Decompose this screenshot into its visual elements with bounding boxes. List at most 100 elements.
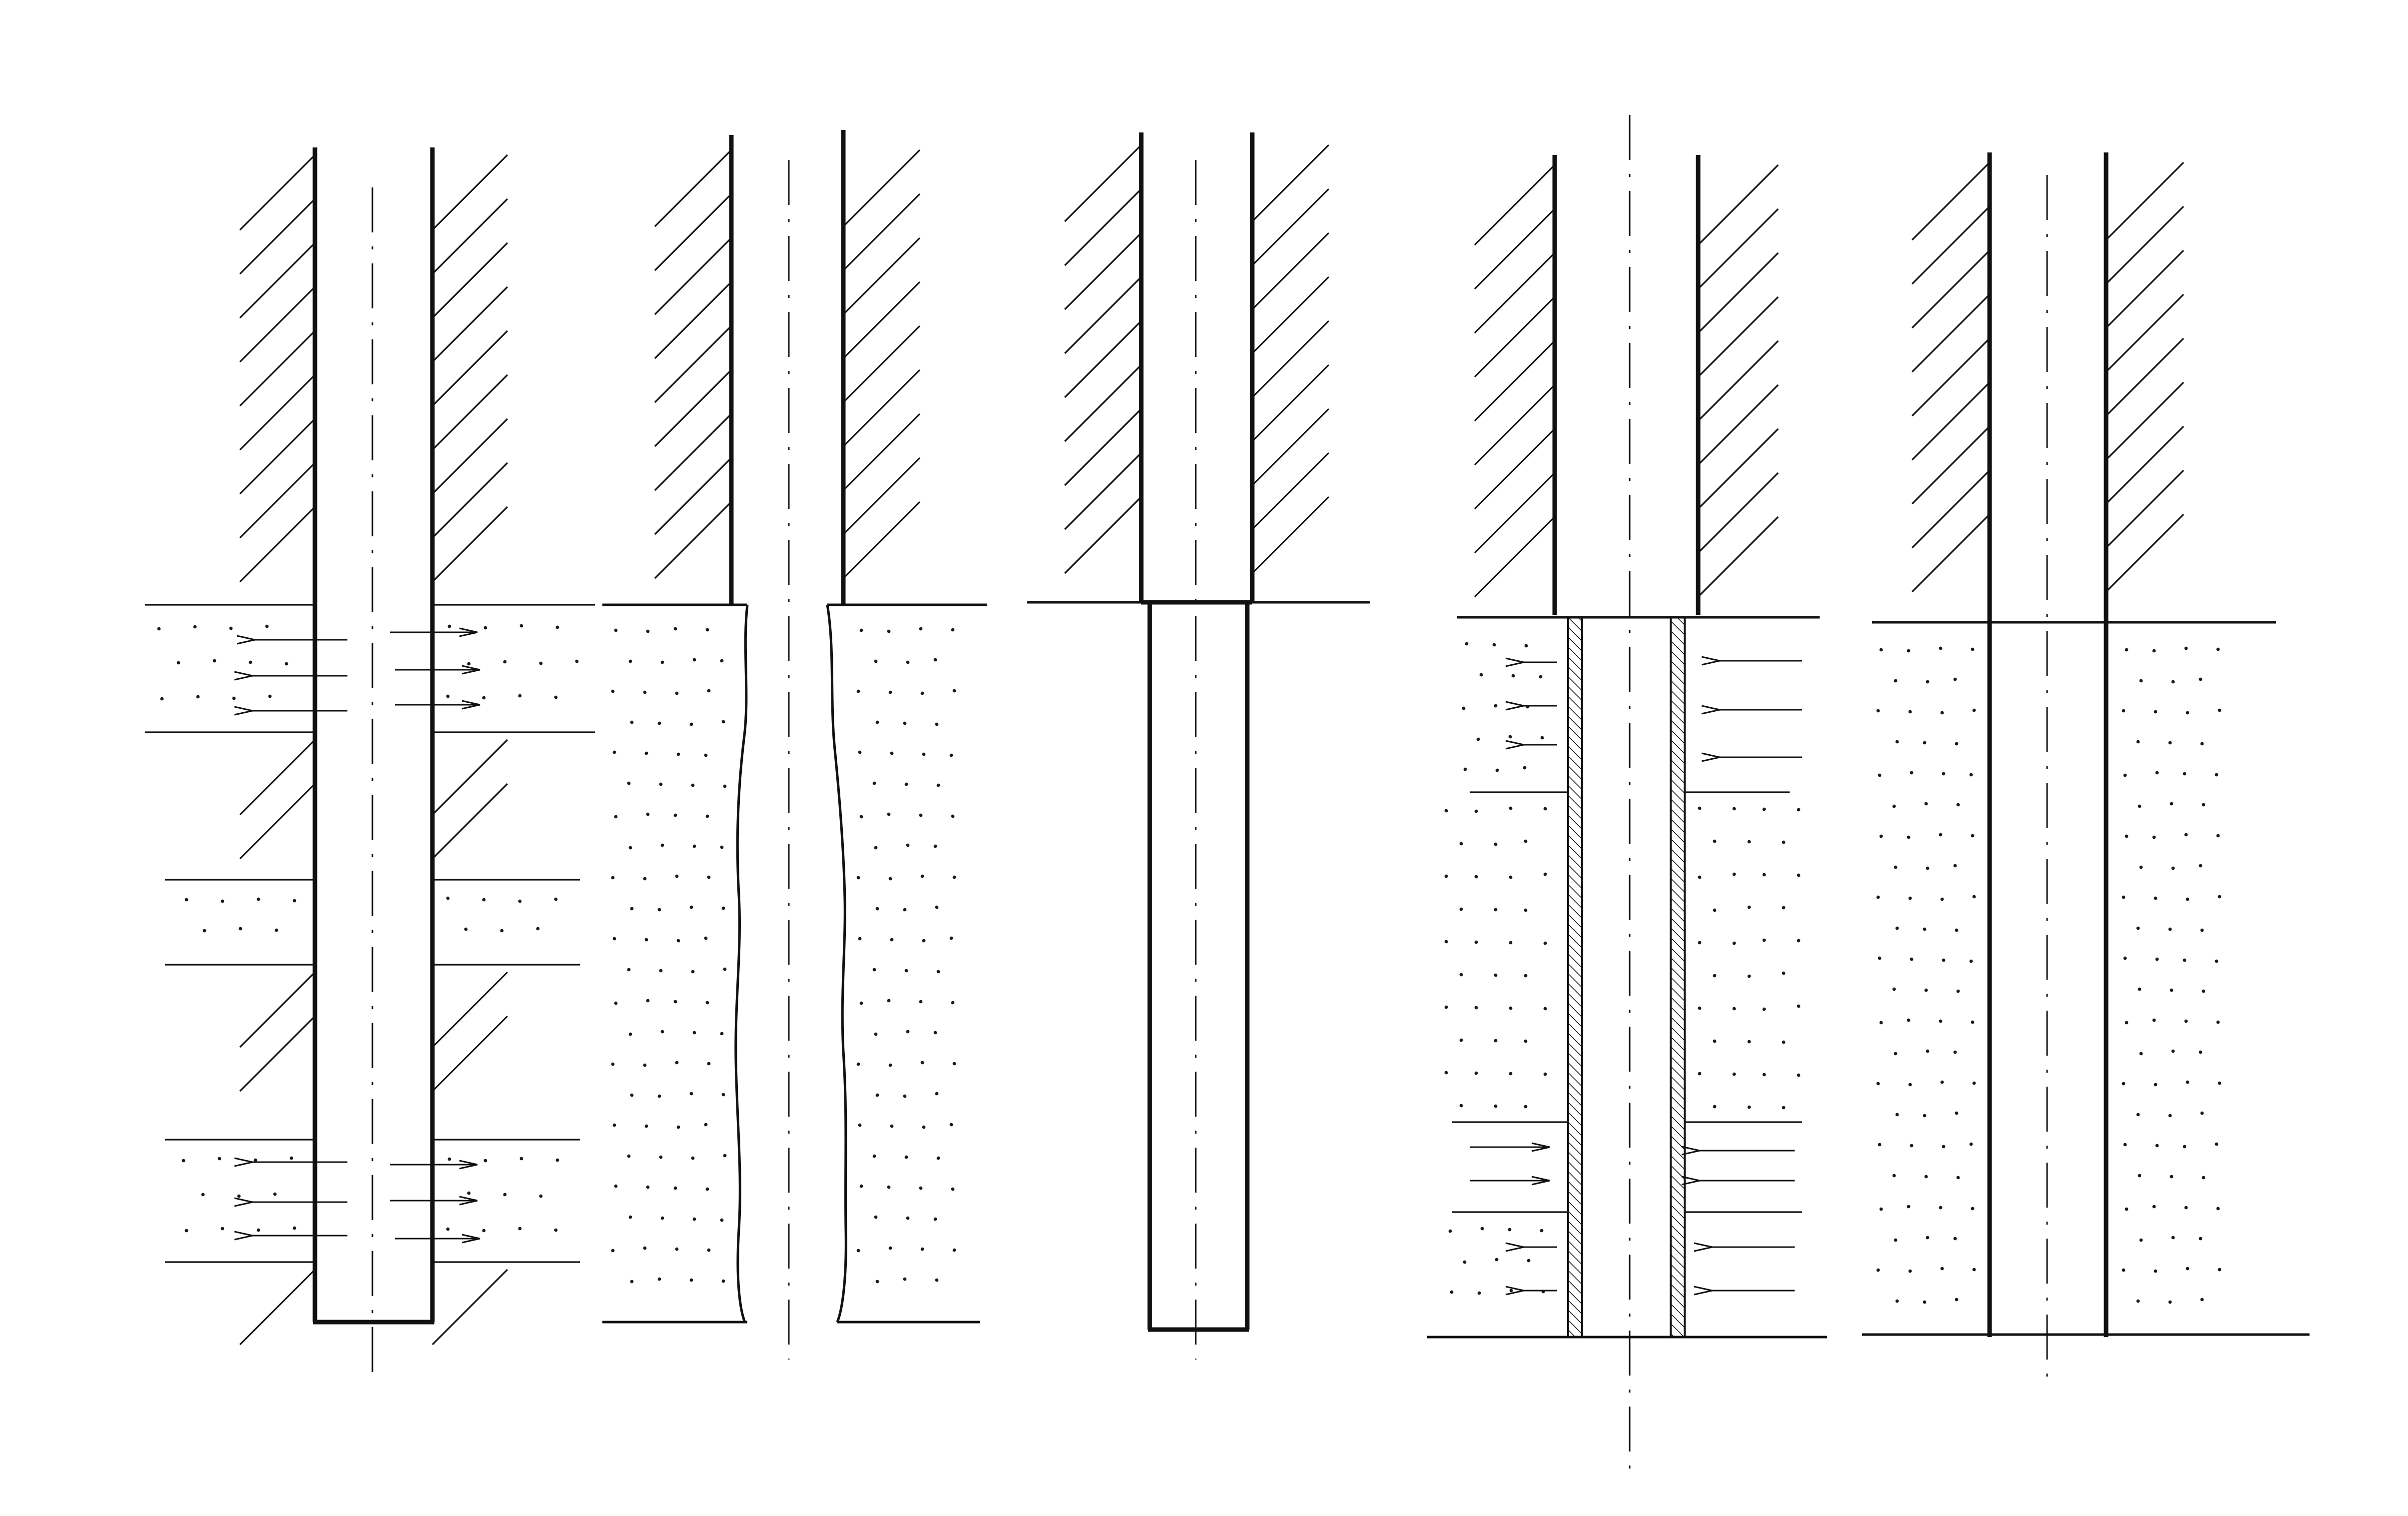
hatch-stroke (239, 418, 316, 495)
sand-dot (1956, 803, 1960, 807)
sand-dot (614, 1184, 618, 1188)
sand-dot (627, 1154, 631, 1158)
sand-dot (919, 1000, 923, 1004)
sand-dot (446, 1227, 450, 1231)
sand-dot (1940, 1267, 1944, 1271)
sand-dot (952, 689, 956, 693)
sand-dot (238, 927, 242, 931)
hatch-stroke (431, 739, 508, 816)
sand-dot (256, 1228, 260, 1232)
sand-dot (875, 1093, 879, 1097)
sand-dot (1782, 840, 1786, 844)
sand-dot (1939, 646, 1943, 650)
sand-dot (644, 751, 648, 755)
sand-dot (2152, 1205, 2156, 1209)
sand-dot (1907, 1018, 1911, 1022)
sand-dot (673, 1186, 677, 1190)
sand-dot (1907, 1205, 1911, 1209)
sand-dot (859, 1184, 863, 1188)
sand-dot (676, 1125, 680, 1129)
sand-dot (1926, 1049, 1930, 1053)
sand-dot (1923, 927, 1927, 931)
sand-dot (2125, 648, 2129, 652)
sand-dot (1876, 709, 1880, 713)
hatch-stroke (2105, 469, 2185, 549)
sand-dot (906, 843, 910, 847)
sand-dot (2200, 742, 2204, 746)
sand-dot (874, 1215, 878, 1219)
sand-dot (196, 695, 200, 699)
sand-dot (2139, 679, 2143, 683)
sand-dot (2199, 864, 2203, 868)
sand-dot (1940, 711, 1944, 715)
sand-dot (1907, 649, 1911, 653)
sand-dot (933, 844, 937, 848)
sand-dot (2200, 1111, 2204, 1115)
hatch-stroke (1697, 428, 1779, 510)
sand-dot (1444, 1005, 1448, 1009)
sand-dot (1762, 938, 1766, 942)
sand-dot (952, 875, 956, 879)
sand-dot (292, 1226, 296, 1230)
sand-dot (1892, 1174, 1896, 1178)
sand-dot (659, 1155, 663, 1159)
sand-dot (904, 1155, 908, 1159)
sand-dot (691, 783, 695, 787)
sand-dot (2170, 802, 2174, 806)
hatch-stroke (1251, 452, 1330, 530)
sand-dot (184, 1229, 188, 1233)
sand-dot (704, 1123, 708, 1127)
hatch-stroke (654, 149, 732, 227)
sand-dot (2155, 771, 2159, 775)
sand-dot (2183, 1145, 2187, 1149)
hatch-stroke (1911, 425, 1991, 505)
sand-dot (1895, 1113, 1899, 1117)
sand-dot (903, 908, 907, 912)
sand-dot (518, 694, 522, 698)
sand-dot (691, 1156, 695, 1160)
sand-dot (904, 782, 908, 786)
sand-dot (1924, 802, 1928, 806)
sand-dot (643, 1063, 647, 1067)
hatch-stroke (431, 462, 508, 539)
hatch-stroke (1064, 364, 1142, 442)
sand-dot (2202, 1176, 2206, 1180)
hatch-stroke (431, 418, 508, 495)
sand-dot (1956, 989, 1960, 993)
sand-dot (1732, 807, 1736, 811)
sand-dot (1939, 833, 1943, 837)
sand-dot (503, 1193, 507, 1197)
sand-dot (1782, 971, 1786, 975)
hatch-stroke (1251, 364, 1330, 442)
sand-dot (2184, 1019, 2188, 1023)
sand-dot (467, 1191, 471, 1195)
sand-dot (890, 938, 894, 942)
sand-dot (1894, 679, 1898, 683)
sand-dot (875, 1280, 879, 1284)
sand-dot (689, 722, 693, 726)
sand-dot (1892, 987, 1896, 991)
sand-dot (872, 1154, 876, 1158)
sand-dot (1509, 806, 1513, 810)
sand-dot (1713, 1105, 1717, 1109)
sand-dot (446, 896, 450, 900)
sand-dot (935, 722, 939, 726)
sand-dot (936, 783, 940, 787)
sand-dot (1797, 939, 1801, 943)
sand-dot (721, 1093, 725, 1097)
sand-dot (1926, 866, 1930, 870)
sand-dot (2202, 989, 2206, 993)
sand-dot (519, 624, 523, 628)
sand-dot (949, 936, 953, 940)
sand-dot (1879, 1207, 1883, 1211)
hatch-stroke (1697, 516, 1779, 598)
sand-dot (922, 752, 926, 756)
sand-dot (1511, 674, 1515, 678)
sand-dot (1509, 941, 1513, 945)
hatch-stroke (1911, 469, 1991, 549)
sand-dot (2125, 1207, 2129, 1211)
sand-dot (859, 815, 863, 819)
sand-dot (1939, 1019, 1943, 1023)
hatch-stroke (1251, 320, 1330, 398)
sand-dot (289, 1156, 293, 1160)
